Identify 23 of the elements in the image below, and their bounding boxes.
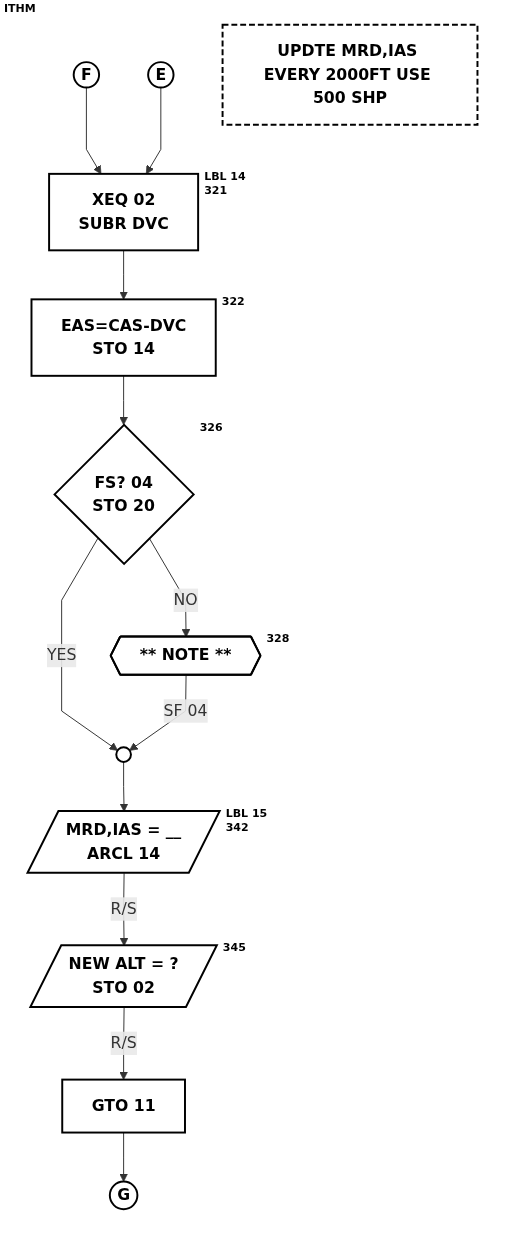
node-box: UPDTE MRD,IAS EVERY 2000FT USE 500 SHP (221, 23, 479, 126)
edge-label: R/S (110, 1033, 137, 1053)
node-box: GTO 11 (61, 1078, 186, 1134)
edge-label: R/S (110, 899, 137, 918)
step-annotation: 342 (225, 821, 249, 834)
step-annotation: 345 (222, 941, 246, 955)
node-diamond: FS? 04 STO 20 (53, 423, 196, 566)
node-circle: G (108, 1180, 139, 1211)
edge-label: YES (46, 645, 77, 665)
step-annotation: 326 (199, 420, 223, 434)
node-circle: F (72, 61, 101, 89)
step-annotation: 322 (221, 295, 245, 309)
step-annotation: 328 (266, 632, 290, 646)
node-box: XEQ 02 SUBR DVC (48, 172, 200, 252)
edge-label: NO (173, 590, 198, 610)
node-circle: E (147, 61, 175, 89)
step-annotation: LBL 14 (204, 169, 246, 183)
step-annotation: 321 (204, 183, 228, 197)
node-box: EAS=CAS-DVC STO 14 (30, 298, 217, 377)
edge-label: SF 04 (163, 701, 208, 720)
label-text: ITHM (4, 2, 37, 15)
step-annotation: LBL 15 (225, 807, 268, 820)
node-circle (115, 746, 132, 763)
